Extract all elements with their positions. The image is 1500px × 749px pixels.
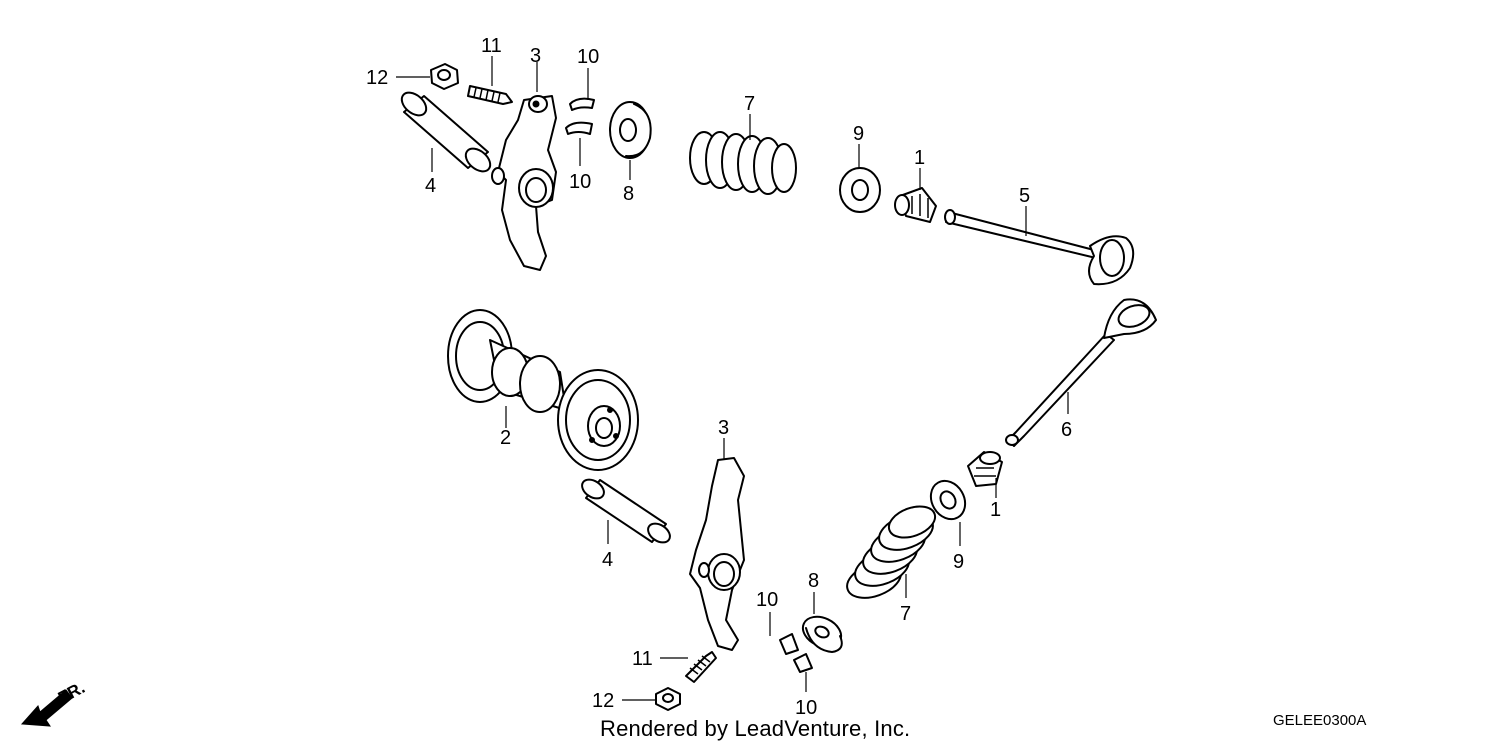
callout-2: 2 — [500, 427, 511, 449]
intake-valve[interactable] — [944, 209, 1135, 286]
nut-upper[interactable] — [430, 63, 459, 90]
spring-seat-lower[interactable] — [924, 475, 972, 526]
valve-cotter-lower-b[interactable] — [793, 653, 813, 673]
valve-cotter-lower-a[interactable] — [779, 633, 799, 655]
callout-7-upper: 7 — [744, 93, 755, 115]
adjusting-screw-upper[interactable] — [467, 85, 513, 105]
front-direction-arrow-icon: FR. — [20, 678, 88, 727]
callout-8-lower: 8 — [808, 570, 819, 592]
exhaust-valve[interactable] — [1005, 298, 1157, 447]
callout-5: 5 — [1019, 185, 1030, 207]
callout-4-upper: 4 — [425, 175, 436, 197]
callout-1-upper: 1 — [914, 147, 925, 169]
spring-retainer-upper[interactable] — [609, 101, 652, 159]
callout-6: 6 — [1061, 419, 1072, 441]
valve-cotter-upper-b[interactable] — [565, 121, 593, 135]
callout-10b-lower: 10 — [795, 697, 817, 719]
stem-seal-upper[interactable] — [894, 187, 937, 223]
adjusting-screw-lower[interactable] — [685, 651, 717, 683]
valve-spring-upper[interactable] — [689, 131, 797, 195]
callout-10b-upper: 10 — [569, 171, 591, 193]
valve-spring-lower[interactable] — [842, 501, 939, 605]
rocker-shaft-lower[interactable] — [579, 476, 674, 547]
callout-11-upper: 11 — [481, 35, 502, 57]
spring-retainer-lower[interactable] — [798, 611, 846, 653]
callout-9-upper: 9 — [853, 123, 864, 145]
rocker-arm-lower[interactable] — [689, 457, 745, 651]
callout-10a-upper: 10 — [577, 46, 599, 68]
callout-8-upper: 8 — [623, 183, 634, 205]
render-credit: Rendered by LeadVenture, Inc. — [600, 716, 911, 741]
callout-11-lower: 11 — [632, 648, 653, 670]
diagram-code: GELEE0300A — [1273, 712, 1367, 729]
callout-12-lower: 12 — [592, 690, 614, 712]
rocker-arm-upper[interactable] — [491, 95, 557, 271]
callout-1-lower: 1 — [990, 499, 1001, 521]
spring-seat-upper[interactable] — [839, 167, 881, 213]
camshaft[interactable] — [447, 309, 639, 471]
valve-cotter-upper-a[interactable] — [569, 97, 595, 111]
callout-10a-lower: 10 — [756, 589, 778, 611]
callout-12-upper: 12 — [366, 67, 388, 89]
nut-lower[interactable] — [655, 687, 681, 711]
callout-3-lower: 3 — [718, 417, 729, 439]
callout-3-upper: 3 — [530, 45, 541, 67]
stem-seal-lower[interactable] — [967, 451, 1003, 487]
callout-7-lower: 7 — [900, 603, 911, 625]
rocker-shaft-upper[interactable] — [397, 88, 494, 176]
callout-4-lower: 4 — [602, 549, 613, 571]
callout-9-lower: 9 — [953, 551, 964, 573]
